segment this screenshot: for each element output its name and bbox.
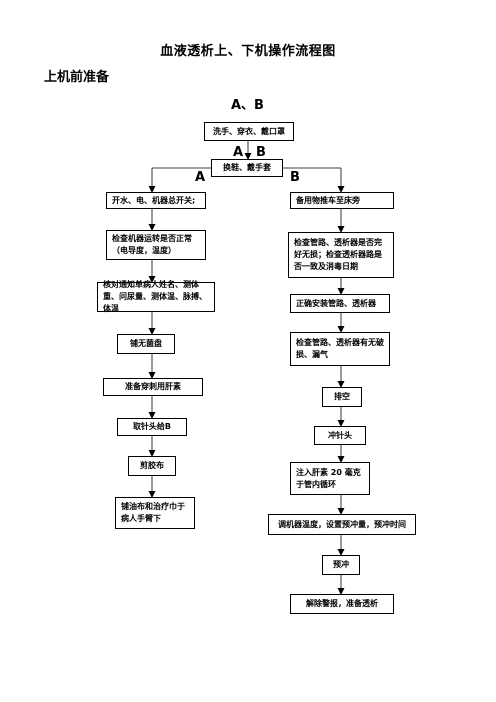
node-left-4: 铺无菌盘: [117, 334, 175, 354]
node-right-8-text: 调机器温度，设置预冲量，预冲时间: [278, 519, 406, 529]
node-left-6: 取针头给B: [117, 418, 187, 436]
node-left-7: 剪胶布: [128, 456, 176, 476]
node-shoes-text: 换鞋、戴手套: [223, 163, 271, 172]
node-wash: 洗手、穿衣、戴口罩: [204, 122, 294, 141]
label-b-upper: B: [256, 145, 266, 160]
node-right-9: 预冲: [322, 555, 360, 575]
node-left-2: 检查机器运转是否正常（电导度，温度）: [106, 230, 206, 260]
node-left-8: 铺油布和治疗巾于病人手臂下: [115, 497, 195, 529]
node-right-2: 检查管路、透析器是否完好无损；检查透析器路是否一致及消毒日期: [288, 232, 394, 278]
node-right-8: 调机器温度，设置预冲量，预冲时间: [268, 514, 416, 535]
label-a-upper: A: [233, 145, 244, 160]
node-left-4-text: 铺无菌盘: [130, 339, 162, 348]
node-left-1: 开水、电、机器总开关;: [106, 192, 206, 209]
node-right-2-text: 检查管路、透析器是否完好无损；检查透析器路是否一致及消毒日期: [294, 238, 382, 271]
node-left-3-text: 核对通知单病人姓名、测体重、问尿量、测体温、脉搏、体温: [103, 280, 207, 313]
node-right-6: 冲针头: [314, 426, 366, 445]
label-a-branch: A: [195, 170, 206, 185]
node-left-6-text: 取针头给B: [132, 422, 172, 431]
node-left-2-text: 检查机器运转是否正常（电导度，温度）: [112, 234, 192, 255]
node-left-7-text: 剪胶布: [140, 461, 164, 470]
node-left-8-text: 铺油布和治疗巾于病人手臂下: [121, 502, 185, 523]
node-right-3: 正确安装管路、透析器: [290, 294, 390, 313]
label-ab-top: A、B: [231, 98, 264, 113]
node-right-1: 备用物推车至床旁: [290, 192, 394, 209]
node-left-5-text: 准备穿刺用肝素: [125, 382, 181, 391]
page-title: 血液透析上、下机操作流程图: [160, 44, 336, 59]
node-left-1-text: 开水、电、机器总开关;: [112, 195, 196, 205]
node-right-9-text: 预冲: [333, 560, 349, 569]
node-left-3: 核对通知单病人姓名、测体重、问尿量、测体温、脉搏、体温: [97, 280, 215, 313]
node-right-4: 检查管路、透析器有无破损、漏气: [290, 332, 390, 366]
section-title: 上机前准备: [44, 70, 110, 85]
node-right-10: 解除警报，准备透析: [290, 594, 394, 614]
node-right-7: 注入肝素 20 毫克于管内循环: [290, 462, 370, 495]
node-right-5-text: 排空: [334, 392, 350, 401]
node-right-1-text: 备用物推车至床旁: [296, 195, 360, 205]
node-right-3-text: 正确安装管路、透析器: [296, 298, 376, 308]
label-b-branch: B: [290, 170, 300, 185]
node-right-5: 排空: [322, 387, 362, 407]
node-right-6-text: 冲针头: [328, 430, 352, 440]
node-right-10-text: 解除警报，准备透析: [306, 599, 378, 608]
node-shoes: 换鞋、戴手套: [211, 159, 283, 177]
node-left-5: 准备穿刺用肝素: [103, 378, 203, 396]
node-wash-text: 洗手、穿衣、戴口罩: [213, 126, 285, 136]
node-right-7-text: 注入肝素 20 毫克于管内循环: [296, 467, 361, 489]
node-right-4-text: 检查管路、透析器有无破损、漏气: [296, 338, 384, 359]
